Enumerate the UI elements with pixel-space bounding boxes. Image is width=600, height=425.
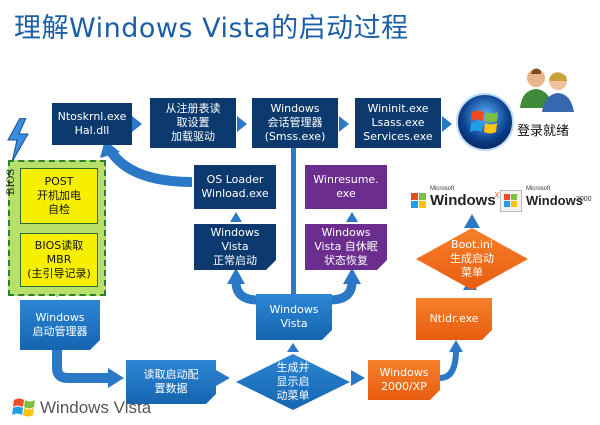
vista-resume-line-2: Vista 自休眠 xyxy=(314,240,378,253)
ntoskrnl-line-2: Hal.dll xyxy=(74,124,110,137)
smss-line-3: (Smss.exe) xyxy=(264,130,326,143)
winresume-line-2: exe xyxy=(336,187,356,200)
bootini-diamond xyxy=(416,228,528,290)
vista-center-line-1: Windows xyxy=(269,303,319,316)
winxp-word: Windows xyxy=(430,192,496,209)
boot-manager-line-1: Windows xyxy=(35,311,85,324)
vista-normal-line-3: 正常启动 xyxy=(213,254,257,267)
mbr-line-2: MBR xyxy=(46,253,72,266)
windows-orb-icon xyxy=(456,93,514,151)
wininit-line-3: Services.exe xyxy=(363,130,433,143)
users-icon xyxy=(520,68,574,112)
bootini-line-3: 菜单 xyxy=(461,266,483,279)
winresume-line-1: Winresume. xyxy=(313,173,379,186)
gen-menu-text: 生成并 显示启 动菜单 xyxy=(262,359,324,405)
os-loader-line-2: Winload.exe xyxy=(201,187,269,200)
windows-2000-logo: Microsoft Windows 2000 xyxy=(500,186,592,214)
gen-menu-diamond xyxy=(236,354,350,410)
read-config-line-2: 置数据 xyxy=(154,382,188,395)
os-loader-box: OS Loader Winload.exe xyxy=(194,165,276,209)
windows-flag-icon xyxy=(12,398,35,417)
ntldr-box: Ntldr.exe xyxy=(416,298,492,340)
mbr-line-1: BIOS读取 xyxy=(34,239,84,252)
wininit-box: Wininit.exe Lsass.exe Services.exe xyxy=(355,98,441,148)
bootini-line-2: 生成启动 xyxy=(450,252,494,265)
mbr-box: BIOS读取 MBR (主引导记录) xyxy=(20,233,98,287)
smss-line-2: 会话管理器 xyxy=(267,116,323,129)
login-ready-label: 登录就绪 xyxy=(517,124,570,139)
vista-center-box: Windows Vista xyxy=(256,294,332,340)
ntoskrnl-line-1: Ntoskrnl.exe xyxy=(57,110,127,123)
ntoskrnl-box: Ntoskrnl.exe Hal.dll xyxy=(52,103,132,145)
winxp-brand: Microsoft xyxy=(430,186,455,192)
ntldr-label: Ntldr.exe xyxy=(429,312,479,325)
vista-resume-line-3: 状态恢复 xyxy=(324,254,368,267)
mbr-line-3: (主引导记录) xyxy=(27,267,91,280)
win2000-word: Windows xyxy=(526,193,583,208)
bootini-line-1: Boot.ini xyxy=(451,238,493,251)
bootini-text: Boot.ini 生成启动 菜单 xyxy=(440,233,504,285)
vista-normal-line-1: Windows xyxy=(210,226,260,239)
win2000xp-line-1: Windows xyxy=(379,366,429,379)
registry-line-2: 取设置 xyxy=(176,116,210,129)
vista-resume-box: Windows Vista 自休眠 状态恢复 xyxy=(305,224,387,270)
windows-flag-icon xyxy=(500,190,522,212)
wininit-line-2: Lsass.exe xyxy=(371,116,425,129)
boot-manager-line-2: 启动管理器 xyxy=(32,325,88,338)
smss-line-1: Windows xyxy=(270,102,320,115)
winxp-sup: XP xyxy=(494,191,505,200)
gen-menu-line-2: 显示启 xyxy=(276,375,310,388)
post-box: POST 开机加电 自检 xyxy=(20,168,98,224)
post-line-3: 自检 xyxy=(48,203,70,216)
lightning-icon xyxy=(7,118,29,162)
winresume-box: Winresume. exe xyxy=(305,165,387,209)
win2000xp-box: Windows 2000/XP xyxy=(368,360,440,400)
registry-box: 从注册表读 取设置 加载驱动 xyxy=(150,98,236,148)
registry-line-1: 从注册表读 xyxy=(165,102,221,115)
os-loader-line-1: OS Loader xyxy=(206,173,264,186)
page-title: 理解Windows Vista的启动过程 xyxy=(14,13,409,44)
vista-normal-box: Windows Vista 正常启动 xyxy=(194,224,276,270)
windows-vista-logo-text: Windows Vista xyxy=(40,398,152,417)
windows-xp-logo: Microsoft Windows XP xyxy=(410,186,505,214)
post-line-1: POST xyxy=(44,175,74,188)
smss-box: Windows 会话管理器 (Smss.exe) xyxy=(252,98,338,148)
vista-normal-line-2: Vista xyxy=(221,240,249,253)
post-line-2: 开机加电 xyxy=(37,189,81,202)
win2000xp-line-2: 2000/XP xyxy=(381,380,427,393)
read-config-box: 读取启动配 置数据 xyxy=(126,360,216,404)
gen-menu-line-1: 生成并 xyxy=(276,361,310,374)
win2000-sup: 2000 xyxy=(576,196,592,203)
wininit-line-1: Wininit.exe xyxy=(367,102,429,115)
win2000-brand: Microsoft xyxy=(526,186,551,192)
vista-resume-line-1: Windows xyxy=(321,226,371,239)
read-config-line-1: 读取启动配 xyxy=(143,368,199,381)
vista-center-line-2: Vista xyxy=(280,317,308,330)
bios-label: BIOS xyxy=(6,168,17,195)
registry-line-3: 加载驱动 xyxy=(171,130,215,143)
boot-manager-box: Windows 启动管理器 xyxy=(20,300,100,350)
gen-menu-line-3: 动菜单 xyxy=(276,389,310,402)
windows-flag-icon xyxy=(411,193,426,208)
